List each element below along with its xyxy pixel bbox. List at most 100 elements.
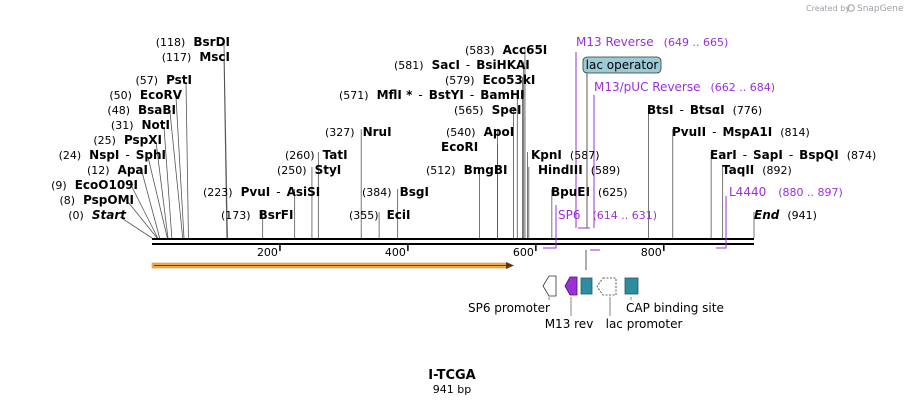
site-eco-53ki-label: Eco53kI bbox=[483, 73, 536, 87]
site-nsp-i-sep: - bbox=[125, 148, 129, 162]
site-ear-i-sep2: - bbox=[789, 148, 793, 162]
site-leader-lines bbox=[119, 43, 755, 239]
site-eco-o109i-label: EcoO109I bbox=[75, 178, 138, 192]
site-mfl-i-label3: BamHI bbox=[480, 88, 524, 102]
site-bsa-bi[interactable]: (48)BsaBI bbox=[107, 103, 176, 117]
primer-l4440[interactable]: L4440(880 .. 897) bbox=[729, 185, 843, 199]
site-sac-i-pos-text: (581) bbox=[394, 59, 424, 72]
site-pvu-i-sep: - bbox=[276, 185, 280, 199]
site-pvu-ii-label2: MspA1I bbox=[722, 125, 772, 139]
site-apo-i[interactable]: (540)ApoI bbox=[446, 125, 514, 139]
site-bmg-bi[interactable]: (512) BmgBI bbox=[426, 163, 507, 177]
site-hind-iii[interactable]: HindIII(589) bbox=[538, 163, 620, 177]
site-mfl-i[interactable]: (571)MflI *-BstYI-BamHI bbox=[339, 88, 525, 102]
ruler-tick-label: 800 bbox=[641, 246, 662, 259]
site-eco-rv-leader bbox=[175, 96, 185, 239]
lac-promoter-label[interactable]: lac promoter bbox=[606, 317, 683, 331]
site-bts-i[interactable]: BtsI-BtsαI(776) bbox=[647, 103, 762, 117]
m13-rev-arrow-icon[interactable] bbox=[564, 276, 578, 296]
site-sty-i[interactable]: (250)StyI bbox=[277, 163, 341, 177]
site-kpn-i-label: KpnI bbox=[531, 148, 562, 162]
site-bts-i-label: BtsI bbox=[647, 103, 674, 117]
site-ear-i-pos-text: (874) bbox=[847, 149, 877, 162]
site-eci-i-pos-text: (355) bbox=[349, 209, 379, 222]
site-bmg-bi-pos-text: (512) bbox=[426, 164, 456, 177]
site-start-pos-text: (0) bbox=[68, 209, 84, 222]
site-psp-xi[interactable]: (25) PspXI bbox=[93, 133, 162, 147]
orf-arrow[interactable] bbox=[151, 262, 514, 269]
site-end[interactable]: End (941) bbox=[754, 208, 817, 222]
site-bpu-ei[interactable]: BpuEI(625) bbox=[551, 185, 628, 199]
site-ear-i[interactable]: EarI-SapI-BspQI(874) bbox=[710, 148, 876, 162]
site-pst-i[interactable]: (57)PstI bbox=[135, 73, 192, 87]
site-bmg-bi-label: BmgBI bbox=[464, 163, 508, 177]
site-psp-xi-pos-text: (25) bbox=[93, 134, 116, 147]
sp6-promoter-label[interactable]: SP6 promoter bbox=[468, 301, 550, 315]
primer-sp6-leader bbox=[543, 205, 557, 249]
lac-promoter-arrow-icon[interactable] bbox=[596, 277, 617, 296]
site-pvu-ii[interactable]: PvuII-MspA1I(814) bbox=[672, 125, 810, 139]
site-taq-ii[interactable]: TaqII(892) bbox=[722, 163, 792, 177]
sequence-length: 941 bp bbox=[433, 383, 471, 396]
site-bsr-di[interactable]: (118)BsrDI bbox=[156, 35, 230, 49]
site-psp-omi-leader bbox=[127, 201, 158, 239]
credit-brand: SnapGene bbox=[857, 4, 904, 14]
site-nru-i-pos-text: (327) bbox=[325, 126, 355, 139]
site-kpn-i[interactable]: KpnI(587) bbox=[531, 148, 600, 162]
site-apa-i[interactable]: (12)ApaI bbox=[87, 163, 148, 177]
site-spe-i-label: SpeI bbox=[492, 103, 522, 117]
site-apo-i-pos-text: (540) bbox=[446, 126, 476, 139]
site-sac-i[interactable]: (581)SacI-BsiHKAI bbox=[394, 58, 530, 72]
site-bsr-fi[interactable]: (173)BsrFI bbox=[221, 208, 293, 222]
primer-marks bbox=[543, 52, 727, 251]
primer-sp6[interactable]: SP6(614 .. 631) bbox=[558, 208, 657, 222]
primer-m13-reverse[interactable]: M13 Reverse(649 .. 665) bbox=[576, 35, 728, 49]
site-psp-xi-label: PspXI bbox=[124, 133, 162, 147]
site-end-label: End bbox=[754, 208, 780, 222]
site-pvu-i[interactable]: (223)PvuI-AsiSI bbox=[203, 185, 320, 199]
cap-binding-site-label[interactable]: CAP binding site bbox=[626, 301, 724, 315]
site-not-i[interactable]: (31)NotI bbox=[111, 118, 170, 132]
site-nsp-i[interactable]: (24)NspI-SphI bbox=[59, 148, 166, 162]
primer-l4440-range: (880 .. 897) bbox=[778, 186, 843, 199]
site-start[interactable]: (0)Start bbox=[68, 208, 127, 222]
cap-binding-site-box-icon[interactable] bbox=[624, 277, 639, 295]
site-eco-o109i[interactable]: (9)EcoO109I bbox=[51, 178, 138, 192]
site-tat-i-pos-text: (260) bbox=[285, 149, 315, 162]
site-pvu-ii-pos-text: (814) bbox=[780, 126, 810, 139]
m13-rev-label[interactable]: M13 rev bbox=[545, 317, 594, 331]
site-not-i-pos-text: (31) bbox=[111, 119, 134, 132]
site-eco-rv[interactable]: (50)EcoRV bbox=[109, 88, 182, 102]
site-apa-i-leader bbox=[141, 171, 161, 239]
sp6-promoter-arrow-icon[interactable] bbox=[542, 275, 557, 297]
site-msc-i-label: MscI bbox=[199, 50, 230, 64]
site-bsa-bi-pos-text: (48) bbox=[107, 104, 130, 117]
site-taq-ii-pos-text: (892) bbox=[762, 164, 792, 177]
primer-m13-puc-reverse[interactable]: M13/pUC Reverse(662 .. 684) bbox=[594, 80, 775, 94]
site-bsr-fi-label: BsrFI bbox=[259, 208, 294, 222]
site-mfl-i-label2: BstYI bbox=[429, 88, 464, 102]
lac-operator-box-icon[interactable] bbox=[580, 277, 593, 295]
site-psp-omi[interactable]: (8)PspOMI bbox=[59, 193, 134, 207]
site-msc-i[interactable]: (117) MscI bbox=[162, 50, 230, 64]
site-ear-i-label2: SapI bbox=[753, 148, 783, 162]
site-spe-i[interactable]: (565)SpeI bbox=[454, 103, 521, 117]
site-end-pos-text: (941) bbox=[787, 209, 817, 222]
site-nru-i[interactable]: (327)NruI bbox=[325, 125, 392, 139]
lac-operator-feature[interactable]: lac operator bbox=[582, 56, 662, 228]
site-eco-53ki[interactable]: (579)Eco53kI bbox=[445, 73, 535, 87]
site-eci-i-label: EciI bbox=[387, 208, 411, 222]
site-apa-i-pos-text: (12) bbox=[87, 164, 110, 177]
site-bsr-di-label: BsrDI bbox=[193, 35, 230, 49]
site-pst-i-label: PstI bbox=[166, 73, 192, 87]
site-acc-65i[interactable]: (583)Acc65I bbox=[465, 43, 547, 57]
site-tat-i[interactable]: (260)TatI bbox=[285, 148, 348, 162]
site-eco-ri[interactable]: EcoRI bbox=[441, 140, 478, 154]
ruler-tick-label: 600 bbox=[513, 246, 534, 259]
site-msc-i-pos-text: (117) bbox=[162, 51, 192, 64]
site-bsg-i[interactable]: (384)BsgI bbox=[362, 185, 429, 199]
site-not-i-leader bbox=[163, 126, 173, 239]
site-eci-i[interactable]: (355) EciI bbox=[349, 208, 410, 222]
site-pst-i-leader bbox=[185, 81, 189, 239]
